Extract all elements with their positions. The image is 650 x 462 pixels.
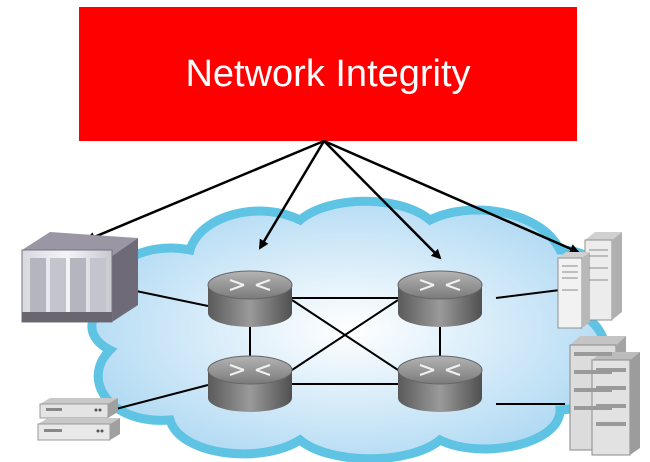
server-tower-icon xyxy=(557,232,622,329)
network-integrity-box: Network Integrity xyxy=(79,7,577,141)
arrow-to-mainframe xyxy=(85,139,325,242)
link-modem xyxy=(111,384,209,411)
arrow-to-router-tr xyxy=(323,140,442,260)
router-icon xyxy=(207,355,293,412)
arrow-to-router-tl xyxy=(258,140,326,250)
network-cloud xyxy=(87,196,612,462)
link-server xyxy=(495,289,561,299)
router-icon xyxy=(207,270,293,327)
link-cross-b xyxy=(291,299,399,371)
link-mainframe xyxy=(135,290,209,307)
diagram-title: Network Integrity xyxy=(185,52,471,95)
rack-modem-icon xyxy=(37,398,120,441)
telecom-switch-icon xyxy=(569,336,640,456)
arrow-to-server xyxy=(323,139,580,254)
router-links xyxy=(111,289,565,411)
mainframe-cabinet-icon xyxy=(21,232,138,323)
router-icon xyxy=(397,270,483,327)
router-icon xyxy=(397,355,483,412)
integrity-arrows xyxy=(85,139,580,260)
